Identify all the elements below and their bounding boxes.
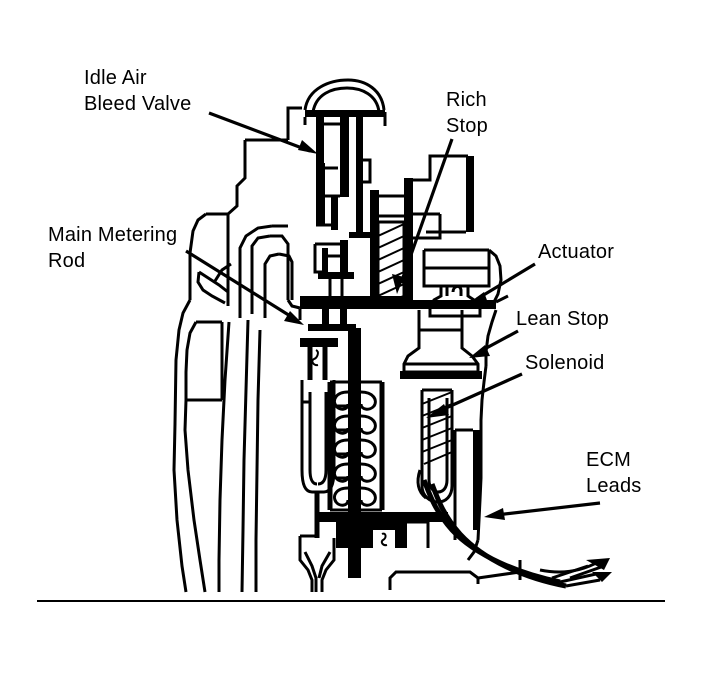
leader-rich-stop xyxy=(392,138,454,294)
upper-right-casting xyxy=(413,154,474,240)
throat-wall xyxy=(238,106,302,318)
leader-actuator xyxy=(466,262,536,305)
callout-labels: Idle Air Bleed Valve Main Metering Rod R… xyxy=(48,67,642,497)
callout-leaders xyxy=(185,111,601,520)
label-main-metering-rod-line2: Rod xyxy=(48,250,85,272)
leader-lean-stop xyxy=(469,329,519,358)
leader-main-metering-rod xyxy=(185,249,304,325)
leader-idle-air-bleed-valve xyxy=(208,111,318,154)
leader-solenoid xyxy=(426,372,523,418)
label-rich-stop-line1: Rich xyxy=(446,89,487,111)
left-casting-body xyxy=(172,138,288,593)
idle-air-bleed-valve-assembly xyxy=(316,117,372,238)
carburetor-linework xyxy=(172,78,612,593)
label-idle-air-bleed-valve-line1: Idle Air xyxy=(84,67,147,89)
label-rich-stop-line2: Stop xyxy=(446,115,488,137)
base-flange xyxy=(298,512,448,560)
lean-stop-bell xyxy=(400,310,482,379)
label-ecm-leads-line2: Leads xyxy=(586,475,642,497)
label-main-metering-rod-line1: Main Metering xyxy=(48,224,177,246)
actuator-assembly xyxy=(422,248,491,318)
main-deck-plate xyxy=(298,294,509,320)
leader-ecm-leads xyxy=(484,501,601,520)
label-ecm-leads-line1: ECM xyxy=(586,449,631,471)
needle-seat-block xyxy=(308,240,356,331)
label-solenoid: Solenoid xyxy=(525,352,604,374)
label-actuator: Actuator xyxy=(538,241,614,263)
label-lean-stop: Lean Stop xyxy=(516,308,609,330)
right-body-wall xyxy=(453,248,503,561)
air-horn-dome xyxy=(303,78,387,126)
label-idle-air-bleed-valve-line2: Bleed Valve xyxy=(84,93,191,115)
rich-stop-spring xyxy=(370,178,413,306)
ecm-leads-wires xyxy=(416,469,612,589)
fuel-well-tubes xyxy=(298,338,338,592)
lower-right-bracket xyxy=(388,560,522,590)
